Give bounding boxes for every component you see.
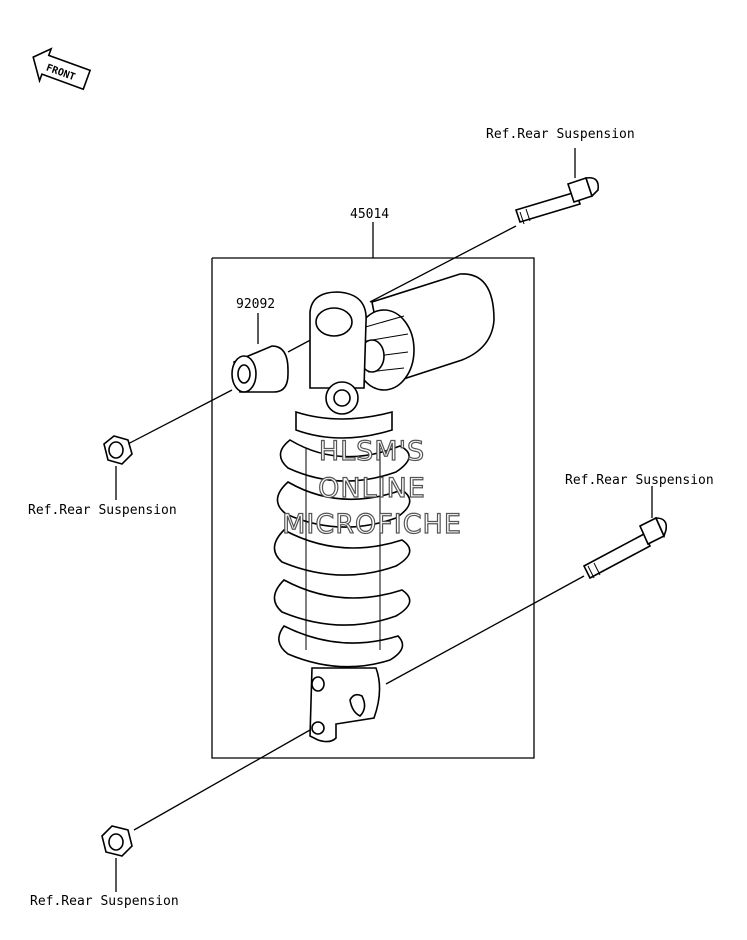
front-arrow-icon: FRONT — [32, 47, 92, 91]
watermark: HLSM'S ONLINE MICROFICHE — [281, 435, 462, 540]
top-bolt — [514, 176, 600, 225]
ref-label-bottom-left[interactable]: Ref.Rear Suspension — [30, 894, 179, 909]
collar-92092 — [231, 345, 289, 393]
part-number-45014[interactable]: 45014 — [350, 207, 389, 222]
part-group-bracket — [211, 222, 535, 759]
part-number-92092[interactable]: 92092 — [236, 297, 275, 312]
shock-absorber-45014 — [273, 273, 495, 743]
watermark-line1: HLSM'S — [319, 436, 425, 467]
ref-label-mid-left[interactable]: Ref.Rear Suspension — [28, 503, 177, 518]
ref-label-top-right[interactable]: Ref.Rear Suspension — [486, 127, 635, 142]
watermark-line3: MICROFICHE — [282, 509, 462, 540]
nut-upper-left — [103, 435, 133, 465]
watermark-line2: ONLINE — [318, 473, 426, 504]
ref-label-mid-right[interactable]: Ref.Rear Suspension — [565, 473, 714, 488]
lower-bolt — [582, 516, 668, 580]
nut-lower-left — [101, 825, 133, 857]
